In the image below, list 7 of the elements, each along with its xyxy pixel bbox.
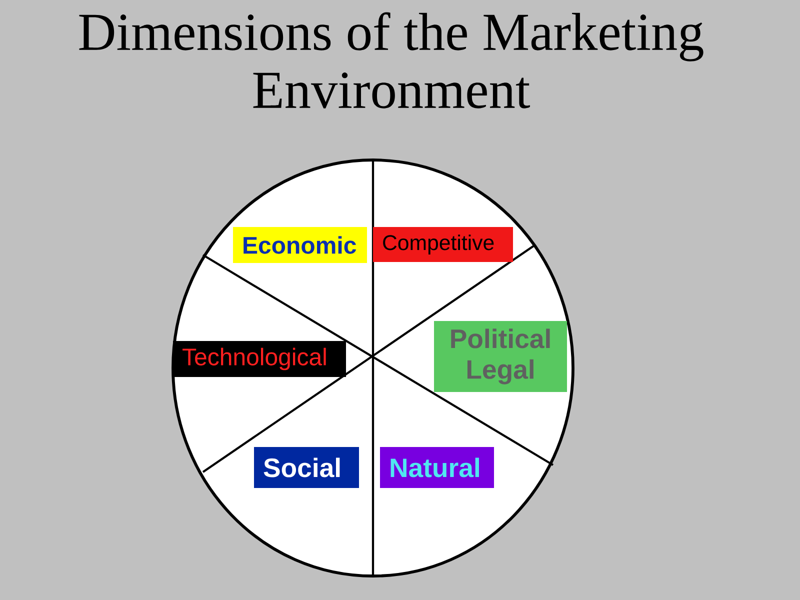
label-box: Political Legal bbox=[434, 321, 567, 392]
label-box: Competitive bbox=[373, 227, 513, 262]
label-box: Social bbox=[254, 447, 359, 488]
label-box: Technological bbox=[173, 341, 346, 377]
label-box: Economic bbox=[233, 227, 367, 263]
label-box: Natural bbox=[380, 447, 494, 488]
title: Dimensions of the Marketing Environment bbox=[79, 12, 704, 108]
